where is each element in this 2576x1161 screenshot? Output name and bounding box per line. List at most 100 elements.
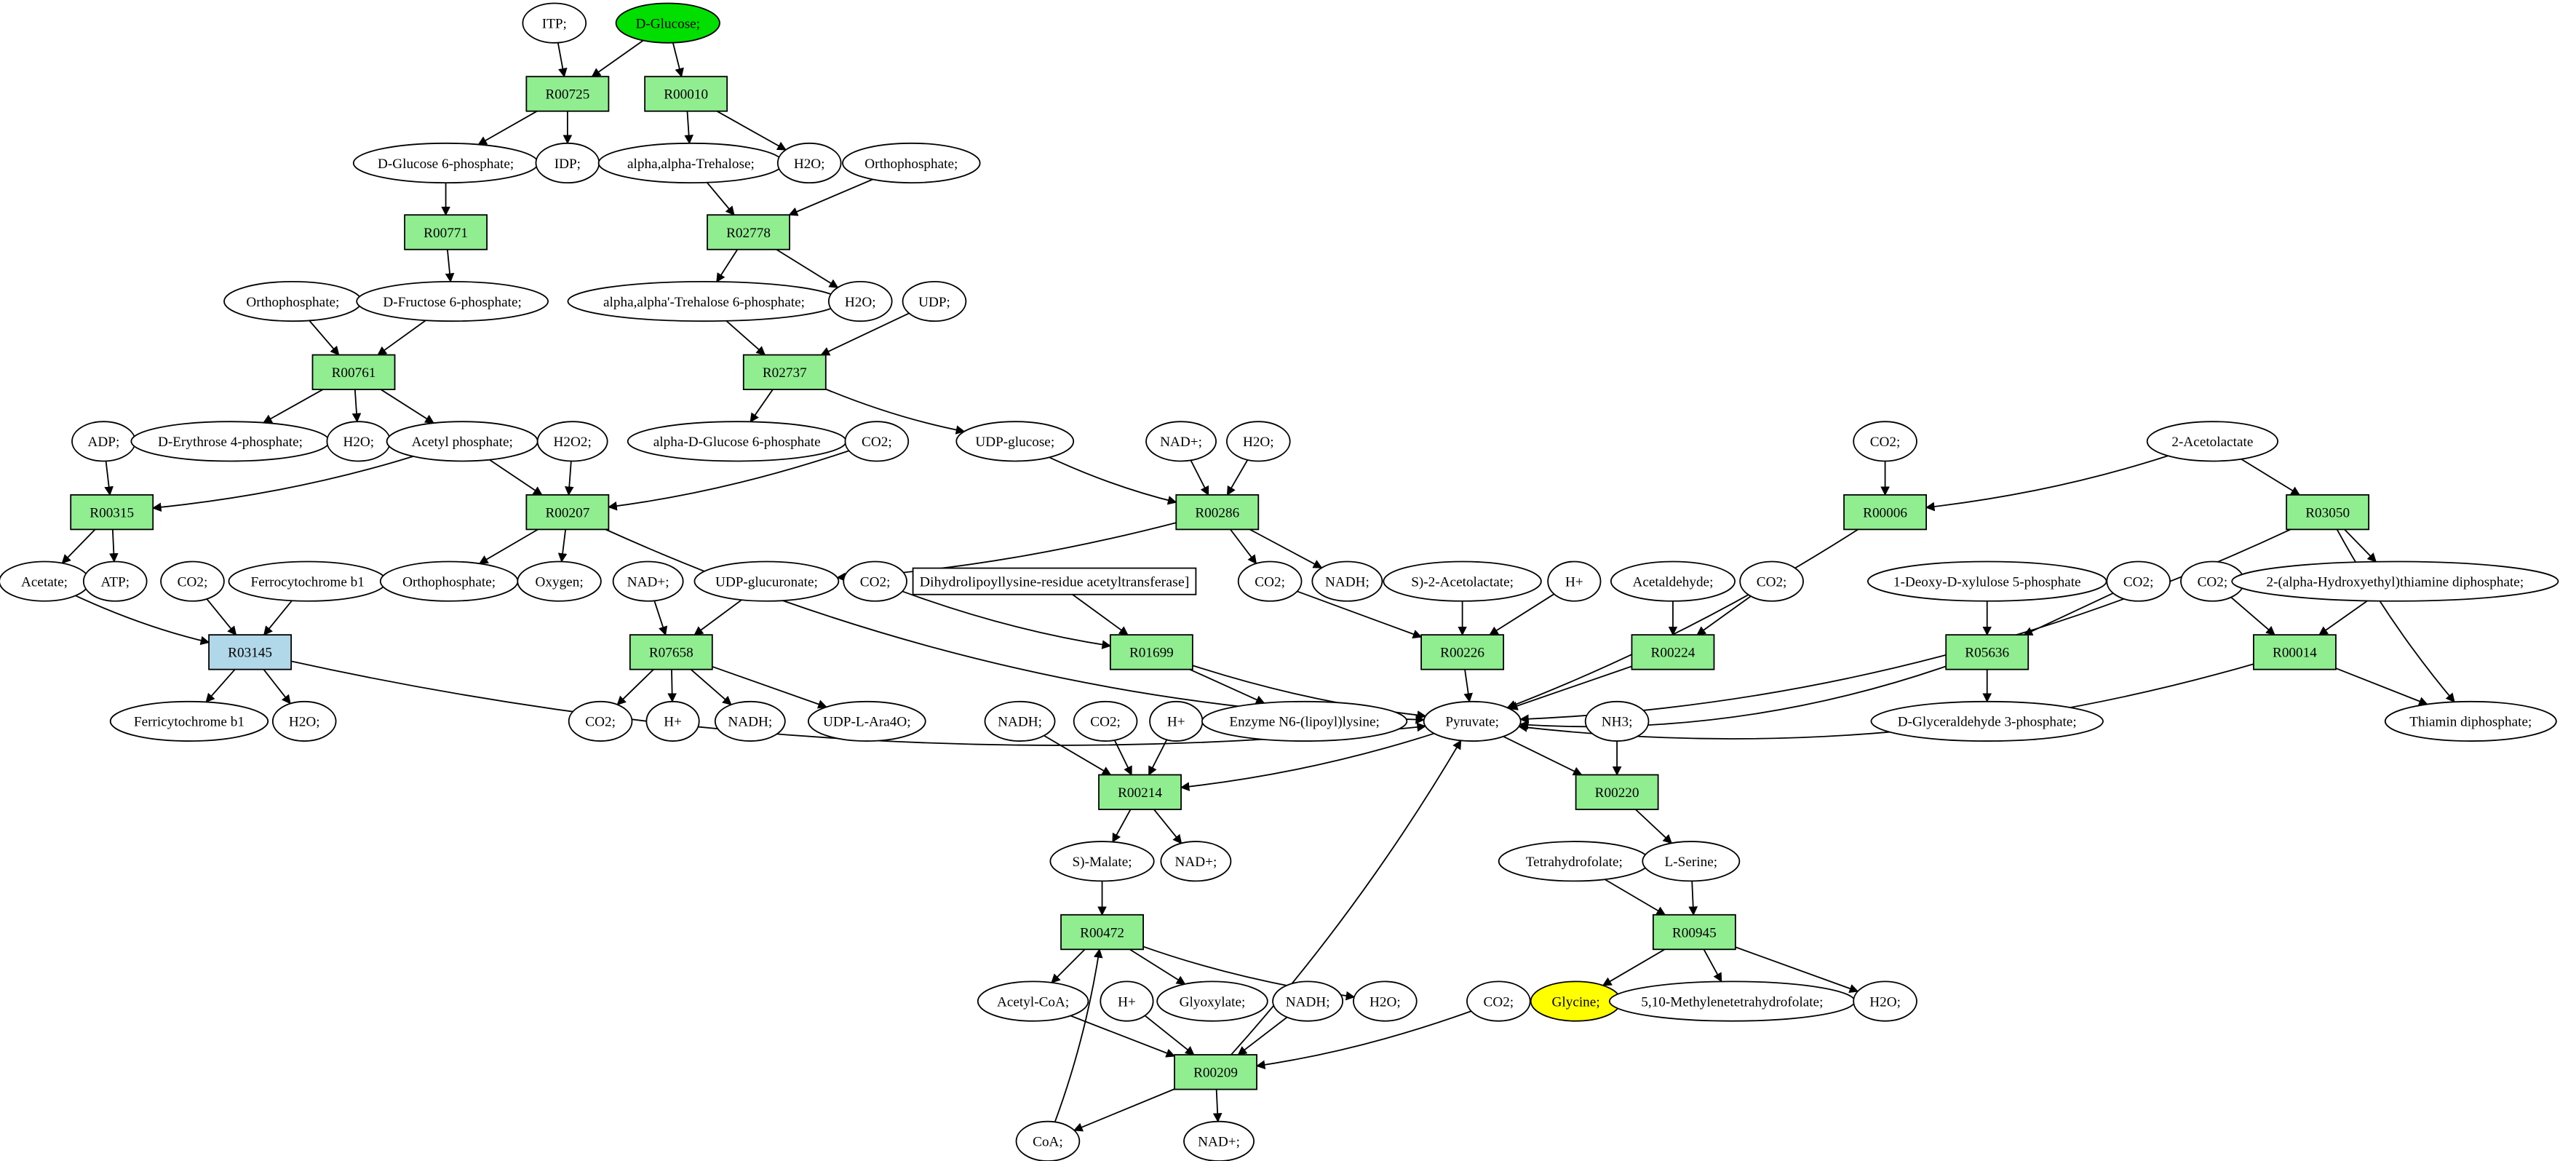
node-hplus_1: H+: [1547, 560, 1602, 602]
node-label-r00315: R00315: [90, 505, 134, 520]
reaction-box-r00286: [1175, 494, 1260, 531]
node-r03050: R03050: [2286, 494, 2370, 531]
node-label-dglucose: D-Glucose;: [635, 16, 700, 31]
metabolite-ellipse-h2o_2: [827, 280, 893, 322]
edge-acetate-r03145: [75, 595, 210, 646]
node-trehalose: alpha,alpha-Trehalose;: [597, 142, 784, 184]
reaction-box-r00725: [525, 76, 610, 112]
edge-r00771-f6p: [445, 249, 455, 283]
node-udpg: UDP-glucose;: [955, 421, 1075, 462]
reaction-box-r05636: [1945, 634, 2030, 670]
node-thf: Tetrahydrofolate;: [1498, 841, 1650, 882]
node-co2_4: CO2;: [843, 560, 907, 602]
node-co2_11: CO2;: [1466, 980, 1531, 1022]
edge-r00010-h2o_1: [716, 110, 787, 151]
metabolite-ellipse-s2acetolactate: [1383, 560, 1542, 602]
edge-pi_2-r00761: [309, 320, 340, 356]
node-label-hplus_1: H+: [1565, 574, 1583, 590]
edge-nadh_3-r00214: [1043, 734, 1112, 776]
node-udp: UDP;: [902, 280, 967, 322]
node-label-h2o_1: H2O;: [794, 156, 825, 172]
edge-r01699-lipoyl: [1189, 668, 1265, 705]
metabolite-ellipse-lserine: [1642, 841, 1741, 882]
metabolite-ellipse-nad_2: [612, 560, 684, 602]
node-label-hplus_3: H+: [1167, 715, 1185, 730]
node-adp: ADP;: [71, 421, 136, 462]
edge-hetdp-r00014: [2318, 600, 2368, 635]
node-coa: CoA;: [1015, 1120, 1081, 1161]
edge-r00209-pyruvate: [1231, 740, 1462, 1055]
edge-r02778-t6p: [716, 249, 739, 283]
node-acetolactate2: 2-Acetolactate: [2146, 421, 2279, 462]
edge-udpg-r00286: [1049, 456, 1177, 505]
metabolite-ellipse-h2o_5: [271, 700, 337, 742]
node-label-s2acetolactate: S)-2-Acetolactate;: [1411, 574, 1514, 590]
node-label-h2o_5: H2O;: [289, 715, 320, 730]
node-co2_6: CO2;: [1739, 560, 1804, 602]
node-glycine: Glycine;: [1530, 980, 1622, 1022]
node-r00014: R00014: [2253, 634, 2337, 670]
node-co2_2: CO2;: [1853, 421, 1917, 462]
reaction-box-r00214: [1098, 774, 1182, 810]
node-dihydro: Dihydrolipoyllysine-residue acetyltransf…: [912, 567, 1197, 595]
node-label-r00006: R00006: [1863, 505, 1907, 520]
edge-thf-r00945: [1604, 879, 1666, 916]
edge-r00220-lserine: [1635, 809, 1673, 844]
node-r00220: R00220: [1575, 774, 1659, 810]
node-r02737: R02737: [742, 354, 827, 390]
metabolite-ellipse-ferri: [109, 700, 269, 742]
node-r00771: R00771: [404, 214, 488, 250]
edge-r00761-acp: [380, 389, 434, 424]
node-nad_1: NAD+;: [1145, 421, 1217, 462]
node-label-h2o_6: H2O;: [1370, 994, 1401, 1010]
metabolite-ellipse-hplus_2: [645, 700, 700, 742]
edge-r05636-pyruvate: [1519, 665, 1947, 730]
node-label-nad_4: NAD+;: [1198, 1135, 1240, 1150]
reaction-box-r00207: [525, 494, 610, 531]
metabolite-ellipse-acetaldehyde: [1610, 560, 1736, 602]
node-hetdp: 2-(alpha-Hydroxyethyl)thiamine diphospha…: [2231, 560, 2559, 602]
node-label-co2_4: CO2;: [860, 574, 891, 590]
edge-r00214-nad_3: [1153, 809, 1182, 844]
metabolite-ellipse-smalate: [1049, 841, 1155, 882]
node-g3p: D-Glyceraldehyde 3-phosphate;: [1870, 700, 2104, 742]
edge-f6p-r00761: [377, 320, 426, 356]
edge-nadh_4-r00209: [1237, 1016, 1288, 1055]
node-hplus_2: H+: [645, 700, 700, 742]
metabolite-ellipse-h2o_6: [1353, 980, 1418, 1022]
node-label-idp: IDP;: [554, 156, 581, 172]
reaction-box-r00226: [1420, 634, 1505, 670]
edge-lserine-r00945: [1688, 881, 1698, 916]
node-hplus_4: H+: [1100, 980, 1154, 1022]
edge-udp-r02737: [820, 312, 910, 356]
metabolite-ellipse-thdp: [2384, 700, 2557, 742]
edge-r00207-pi_3: [478, 528, 538, 564]
edge-r00006-pyruvate: [1506, 528, 1859, 709]
node-dglucose: D-Glucose;: [615, 2, 720, 44]
node-label-f6p: D-Fructose 6-phosphate;: [383, 295, 521, 310]
metabolite-ellipse-co2_10: [1073, 700, 1138, 742]
metabolite-ellipse-nadh_3: [984, 700, 1056, 742]
node-h2o_4: H2O;: [1226, 421, 1291, 462]
edge-r02778-h2o_2: [776, 248, 839, 288]
node-mthf: 5,10-Methylenetetrahydrofolate;: [1608, 980, 1856, 1022]
node-label-nadh_2: NADH;: [728, 715, 772, 730]
node-dxp: 1-Deoxy-D-xylulose 5-phosphate: [1867, 560, 2107, 602]
node-g6p: D-Glucose 6-phosphate;: [352, 142, 539, 184]
metabolite-ellipse-co2_7: [2106, 560, 2171, 602]
reaction-box-r00014: [2253, 634, 2337, 670]
metabolite-ellipse-udpglcur: [693, 560, 840, 602]
node-label-r02737: R02737: [763, 365, 807, 381]
metabolite-ellipse-hplus_4: [1100, 980, 1154, 1022]
metabolite-ellipse-nadh_2: [714, 700, 786, 742]
edge-itp-r00725: [557, 42, 568, 78]
edge-h2o_4-r00286: [1226, 459, 1249, 496]
node-r03145: R03145: [208, 634, 293, 670]
node-label-nad_2: NAD+;: [627, 574, 669, 590]
metabolite-ellipse-co2_6: [1739, 560, 1804, 602]
node-t6p: alpha,alpha'-Trehalose 6-phosphate;: [567, 280, 841, 322]
node-co2_8: CO2;: [2180, 560, 2245, 602]
node-label-g3p: D-Glyceraldehyde 3-phosphate;: [1898, 715, 2077, 730]
edge-trehalose-r02778: [706, 182, 735, 216]
node-pi_3: Orthophosphate;: [379, 560, 519, 602]
